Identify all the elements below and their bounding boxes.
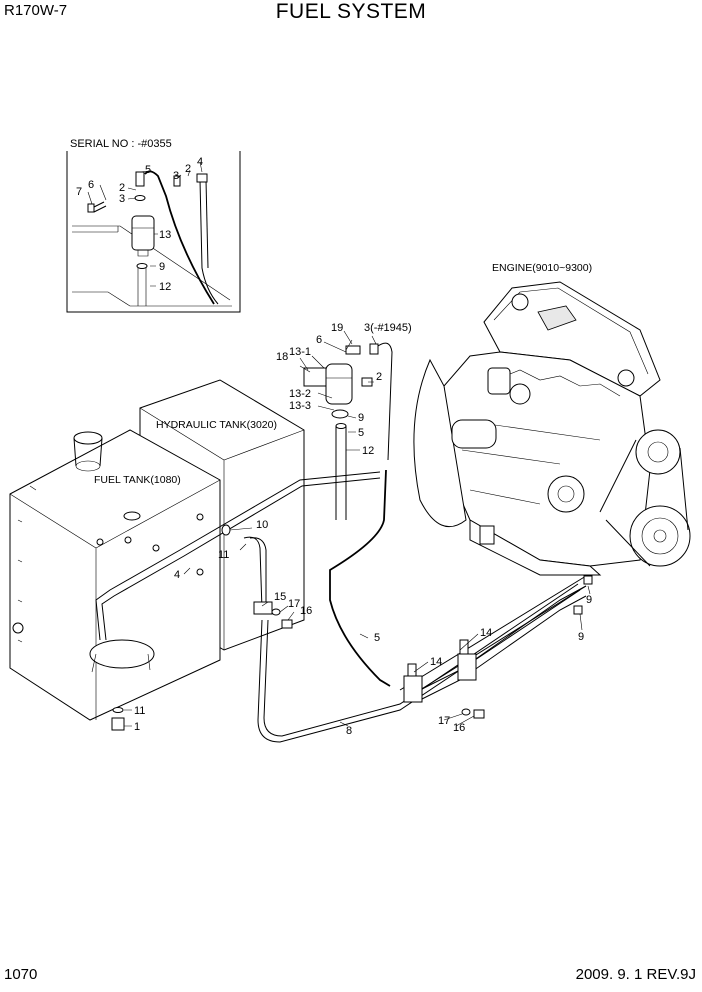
main-label: 14 (480, 627, 492, 639)
filter-label: 3(-#1945) (364, 322, 412, 334)
fuel-sender-plate (89, 639, 155, 669)
inset-serial-caption: SERIAL NO : -#0355 (70, 138, 172, 150)
main-label: 9 (586, 594, 592, 606)
filter-label: 13-2 (289, 388, 311, 400)
starter-motor (451, 419, 497, 449)
filter-label: 6 (316, 334, 322, 346)
engine-caption: ENGINE(9010~9300) (492, 262, 592, 274)
flywheel-housing (413, 358, 467, 528)
main-label: 15 (274, 591, 286, 603)
filter-label: 5 (358, 427, 364, 439)
inset-label: 6 (88, 179, 94, 191)
filter-label: 18 (276, 351, 288, 363)
main-labels: 10 11 4 15 17 16 5 14 14 9 9 11 1 17 16 … (134, 519, 592, 737)
inset-label: 3 (173, 170, 179, 182)
fuel-filter (325, 363, 353, 405)
main-label: 16 (300, 605, 312, 617)
hydraulic-tank-caption: HYDRAULIC TANK(3020) (156, 419, 277, 431)
inset-label: 2 (185, 163, 191, 175)
crank-pulley (629, 505, 691, 567)
fan-pulley (635, 429, 681, 475)
fuel-tank: FUEL TANK(1080) (9, 429, 221, 721)
main-label: 17 (438, 715, 450, 727)
filter-label: 13-1 (289, 346, 311, 358)
filter-label: 19 (331, 322, 343, 334)
pipe-clamp (457, 653, 477, 681)
inset-label: 12 (159, 281, 171, 293)
model-code: R170W-7 (4, 2, 68, 19)
fuel-filter-assembly: 19 3(-#1945) 6 18 13-1 2 13-2 13-3 9 5 1… (276, 322, 412, 687)
main-label: 16 (453, 722, 465, 734)
filter-label: 2 (376, 371, 382, 383)
filter-label: 9 (358, 412, 364, 424)
pipe-clamp (403, 675, 423, 703)
filter-label: 13-3 (289, 400, 311, 412)
inset-fuel-filter (131, 215, 155, 251)
main-label: 11 (218, 549, 229, 561)
main-label: 9 (578, 631, 584, 643)
inset-label: 3 (119, 193, 125, 205)
main-label: 4 (174, 569, 180, 581)
main-label: 11 (134, 705, 145, 717)
main-label: 1 (134, 721, 140, 733)
inset-label: 4 (197, 156, 203, 168)
tank-outlet-fitting (111, 717, 125, 731)
fuel-tank-caption: FUEL TANK(1080) (94, 474, 181, 486)
fuel-filler-neck (73, 431, 103, 445)
filter-labels: 19 3(-#1945) 6 18 13-1 2 13-2 13-3 9 5 1… (276, 322, 412, 457)
main-label: 17 (288, 598, 300, 610)
inset-fitting (135, 171, 145, 187)
main-label: 5 (374, 632, 380, 644)
engine-assembly: ENGINE(9010~9300) (413, 262, 691, 576)
fuel-lines: 10 11 4 15 17 16 5 14 14 9 9 11 1 17 16 … (95, 471, 593, 743)
page-number: 1070 (4, 966, 38, 983)
main-label: 10 (256, 519, 268, 531)
oil-filler-cap (537, 305, 577, 331)
main-label: 14 (430, 656, 442, 668)
inset-label: 5 (145, 164, 151, 176)
inset-label: 13 (159, 229, 171, 241)
alternator (547, 475, 585, 513)
inset-label: 7 (76, 186, 82, 198)
main-label: 8 (346, 725, 352, 737)
revision-date: 2009. 9. 1 REV.9J (575, 966, 696, 983)
page-title: FUEL SYSTEM (275, 0, 427, 23)
inset-labels: 5 2 3 4 7 6 2 3 13 9 12 (76, 156, 203, 293)
inset-label: 9 (159, 261, 165, 273)
inset-panel: SERIAL NO : -#0355 5 2 3 4 7 6 2 (66, 138, 241, 313)
inset-label: 2 (119, 182, 125, 194)
filter-label: 12 (362, 445, 374, 457)
